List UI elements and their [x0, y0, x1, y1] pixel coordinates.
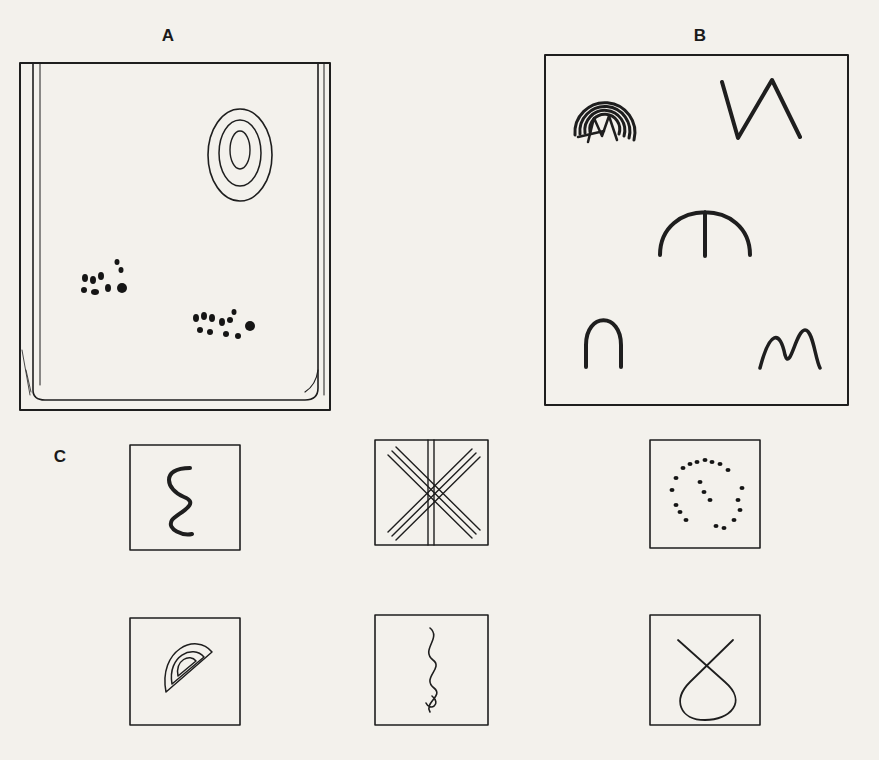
cup-marks	[81, 259, 745, 530]
panel-label: C	[54, 447, 66, 467]
engraved-oval	[230, 131, 250, 169]
cross-motif	[388, 440, 480, 545]
arc-symbol	[575, 103, 635, 142]
zigzag-symbol	[722, 80, 800, 138]
motif-frame	[130, 618, 240, 725]
slab-corner	[305, 370, 318, 392]
serpent-motif	[169, 468, 192, 534]
slab-edge	[40, 63, 41, 385]
motif-frame	[650, 615, 760, 725]
panel-label: B	[694, 26, 706, 46]
panel-frame	[545, 55, 848, 405]
engraved-oval	[219, 120, 261, 186]
loop-motif	[678, 640, 736, 720]
slab-hatch	[22, 350, 31, 395]
slab-outline	[33, 63, 318, 400]
slab-edge	[324, 63, 325, 395]
motif-frame	[375, 440, 488, 545]
motif-frame	[130, 445, 240, 550]
panel-frame	[20, 63, 330, 410]
motif-frame	[650, 440, 760, 548]
arch-symbol	[586, 320, 621, 367]
panel-label: A	[162, 26, 174, 46]
motif-frame	[375, 615, 488, 725]
wiggle-motif	[426, 628, 437, 712]
wave-symbol	[760, 330, 820, 368]
half-oval-motif	[165, 644, 212, 692]
engraved-oval	[208, 109, 272, 201]
arch-symbol	[660, 212, 750, 256]
